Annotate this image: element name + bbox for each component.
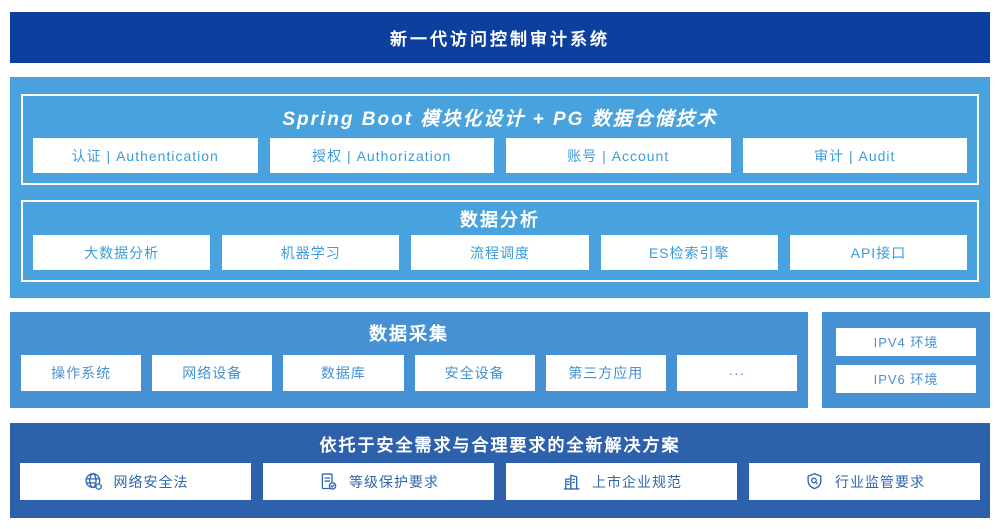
module-box-authorization: 授权 | Authorization	[269, 138, 494, 173]
module-box-audit: 审计 | Audit	[742, 138, 967, 173]
source-box-os: 操作系统	[21, 355, 142, 391]
solution-box-label: 上市企业规范	[592, 473, 682, 490]
analysis-section-title: 数据分析	[460, 209, 540, 230]
source-box-more: ···	[676, 355, 798, 391]
collection-panel-title: 数据采集	[369, 323, 449, 344]
source-box-network-device: 网络设备	[152, 355, 273, 391]
module-box-workflow: 流程调度	[411, 235, 589, 270]
module-box-bigdata: 大数据分析	[33, 235, 211, 270]
module-box-ml: 机器学习	[222, 235, 400, 270]
collection-panel: 数据采集 操作系统 网络设备 数据库 安全设备 第三方应用 ···	[10, 312, 808, 408]
solution-box-listed-company: 上市企业规范	[506, 463, 737, 500]
module-box-authentication: 认证 | Authentication	[33, 138, 258, 173]
solution-box-label: 行业监管要求	[835, 473, 925, 490]
buildings-icon	[561, 471, 582, 492]
analysis-module-row: 大数据分析 机器学习 流程调度 ES检索引擎 API接口	[33, 235, 968, 270]
analysis-section: 数据分析 大数据分析 机器学习 流程调度 ES检索引擎 API接口	[21, 200, 979, 282]
solution-box-industry-regulation: 行业监管要求	[749, 463, 980, 500]
doc-check-icon	[318, 471, 339, 492]
source-box-security-device: 安全设备	[414, 355, 535, 391]
page-title: 新一代访问控制审计系统	[10, 12, 990, 63]
source-box-database: 数据库	[283, 355, 404, 391]
module-box-api: API接口	[789, 235, 968, 270]
shield-search-icon	[804, 471, 825, 492]
globe-icon	[83, 471, 104, 492]
collection-source-row: 操作系统 网络设备 数据库 安全设备 第三方应用 ···	[21, 355, 798, 391]
platform-module-row: 认证 | Authentication 授权 | Authorization 账…	[33, 138, 967, 173]
env-box-ipv4: IPV4 环境	[836, 327, 976, 356]
module-box-es: ES检索引擎	[600, 235, 778, 270]
env-box-ipv6: IPV6 环境	[836, 364, 976, 393]
source-box-thirdparty: 第三方应用	[545, 355, 666, 391]
solution-box-label: 等级保护要求	[349, 473, 439, 490]
springboot-section: Spring Boot 模块化设计 + PG 数据仓储技术 认证 | Authe…	[21, 94, 979, 185]
solution-item-row: 网络安全法 等级保护要求 上市企业规范 行业监管要求	[20, 463, 980, 500]
platform-panel: Spring Boot 模块化设计 + PG 数据仓储技术 认证 | Authe…	[10, 77, 990, 298]
solution-panel: 依托于安全需求与合理要求的全新解决方案 网络安全法 等级保护要求 上市企业规范 …	[10, 423, 990, 518]
solution-box-cybersecurity-law: 网络安全法	[20, 463, 251, 500]
network-env-panel: IPV4 环境 IPV6 环境	[822, 312, 990, 408]
solution-panel-title: 依托于安全需求与合理要求的全新解决方案	[319, 435, 681, 455]
solution-box-classified-protection: 等级保护要求	[263, 463, 494, 500]
solution-box-label: 网络安全法	[113, 473, 189, 490]
springboot-section-title: Spring Boot 模块化设计 + PG 数据仓储技术	[282, 108, 718, 130]
module-box-account: 账号 | Account	[506, 138, 731, 173]
